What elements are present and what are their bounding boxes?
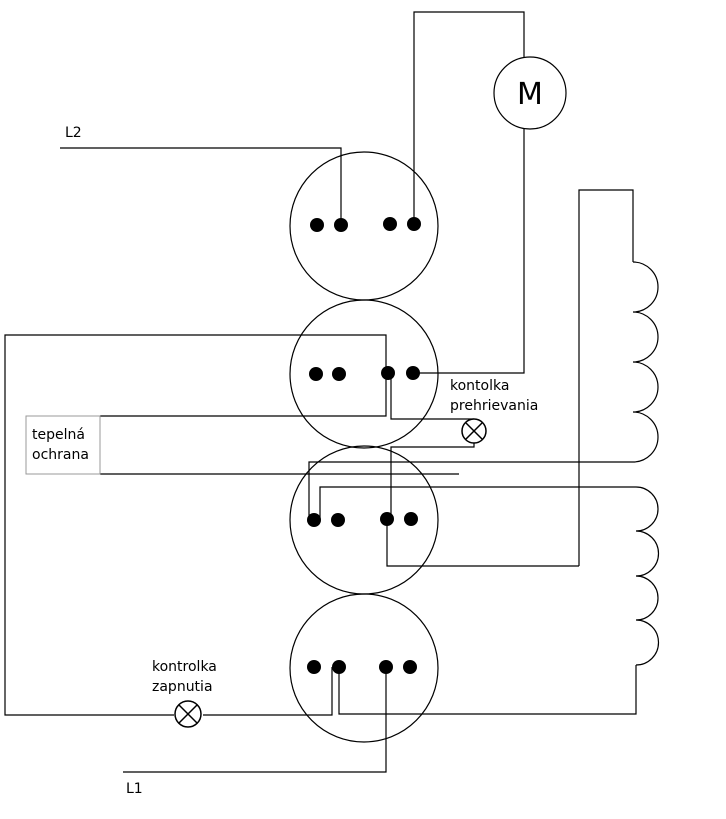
wire-power-lamp	[203, 667, 333, 716]
thermal-protection-box	[25, 415, 101, 475]
wire-motor-feed	[413, 11, 525, 224]
power-lamp-label-1: kontrolka	[152, 659, 217, 675]
l2-label: L2	[65, 125, 82, 141]
thermal-protection-label-2: ochrana	[32, 447, 89, 463]
thermal-protection: tepelná ochrana	[25, 415, 101, 475]
thermal-protection-label-1: tepelná	[32, 427, 85, 443]
contact-2-1	[309, 367, 323, 381]
contact-2-3	[381, 366, 395, 380]
wire-coil-upper-bottom	[308, 461, 633, 520]
labels: L2 L1 kontolka prehrievania kontrolka za…	[65, 125, 538, 797]
contact-2-2	[332, 367, 346, 381]
power-lamp-cross-b	[178, 704, 198, 724]
contact-1-1	[310, 218, 324, 232]
switch-deck-4	[289, 593, 439, 743]
power-lamp	[174, 700, 202, 728]
overheat-lamp	[461, 418, 487, 444]
switch-deck-2	[289, 299, 439, 449]
contact-4-4	[403, 660, 417, 674]
contact-1-3	[383, 217, 397, 231]
wire-coil-lower-bottom	[338, 665, 637, 715]
wire-overheat-bottom	[390, 443, 475, 519]
wire-coil-lower-top	[319, 486, 636, 520]
contact-3-2	[331, 513, 345, 527]
contact-4-1	[307, 660, 321, 674]
wire-motor-return	[413, 129, 525, 374]
switch-decks	[289, 151, 439, 743]
wire-thermal-top	[100, 373, 387, 417]
wires	[4, 11, 637, 773]
motor-symbol	[493, 56, 567, 130]
motor: M	[493, 56, 567, 130]
contact-3-1	[307, 513, 321, 527]
overheat-lamp-label-1: kontolka	[450, 378, 509, 394]
heater-coil-lower	[635, 486, 660, 666]
wire-l1	[123, 667, 387, 773]
wire-overheat-top	[390, 373, 474, 420]
l1-label: L1	[126, 781, 143, 797]
heater-coils	[632, 261, 660, 666]
contact-3-4	[404, 512, 418, 526]
motor-label: M	[517, 77, 543, 112]
power-lamp-label-2: zapnutia	[152, 679, 213, 695]
overheat-lamp-label-2: prehrievania	[450, 398, 538, 414]
wire-deck3-to-coil	[386, 519, 579, 567]
wire-left-bus	[4, 334, 387, 716]
wire-coil-upper-top	[578, 189, 634, 566]
wire-l2	[60, 147, 342, 225]
heater-coil-upper	[632, 261, 659, 463]
overheat-lamp-cross-b	[465, 422, 483, 440]
